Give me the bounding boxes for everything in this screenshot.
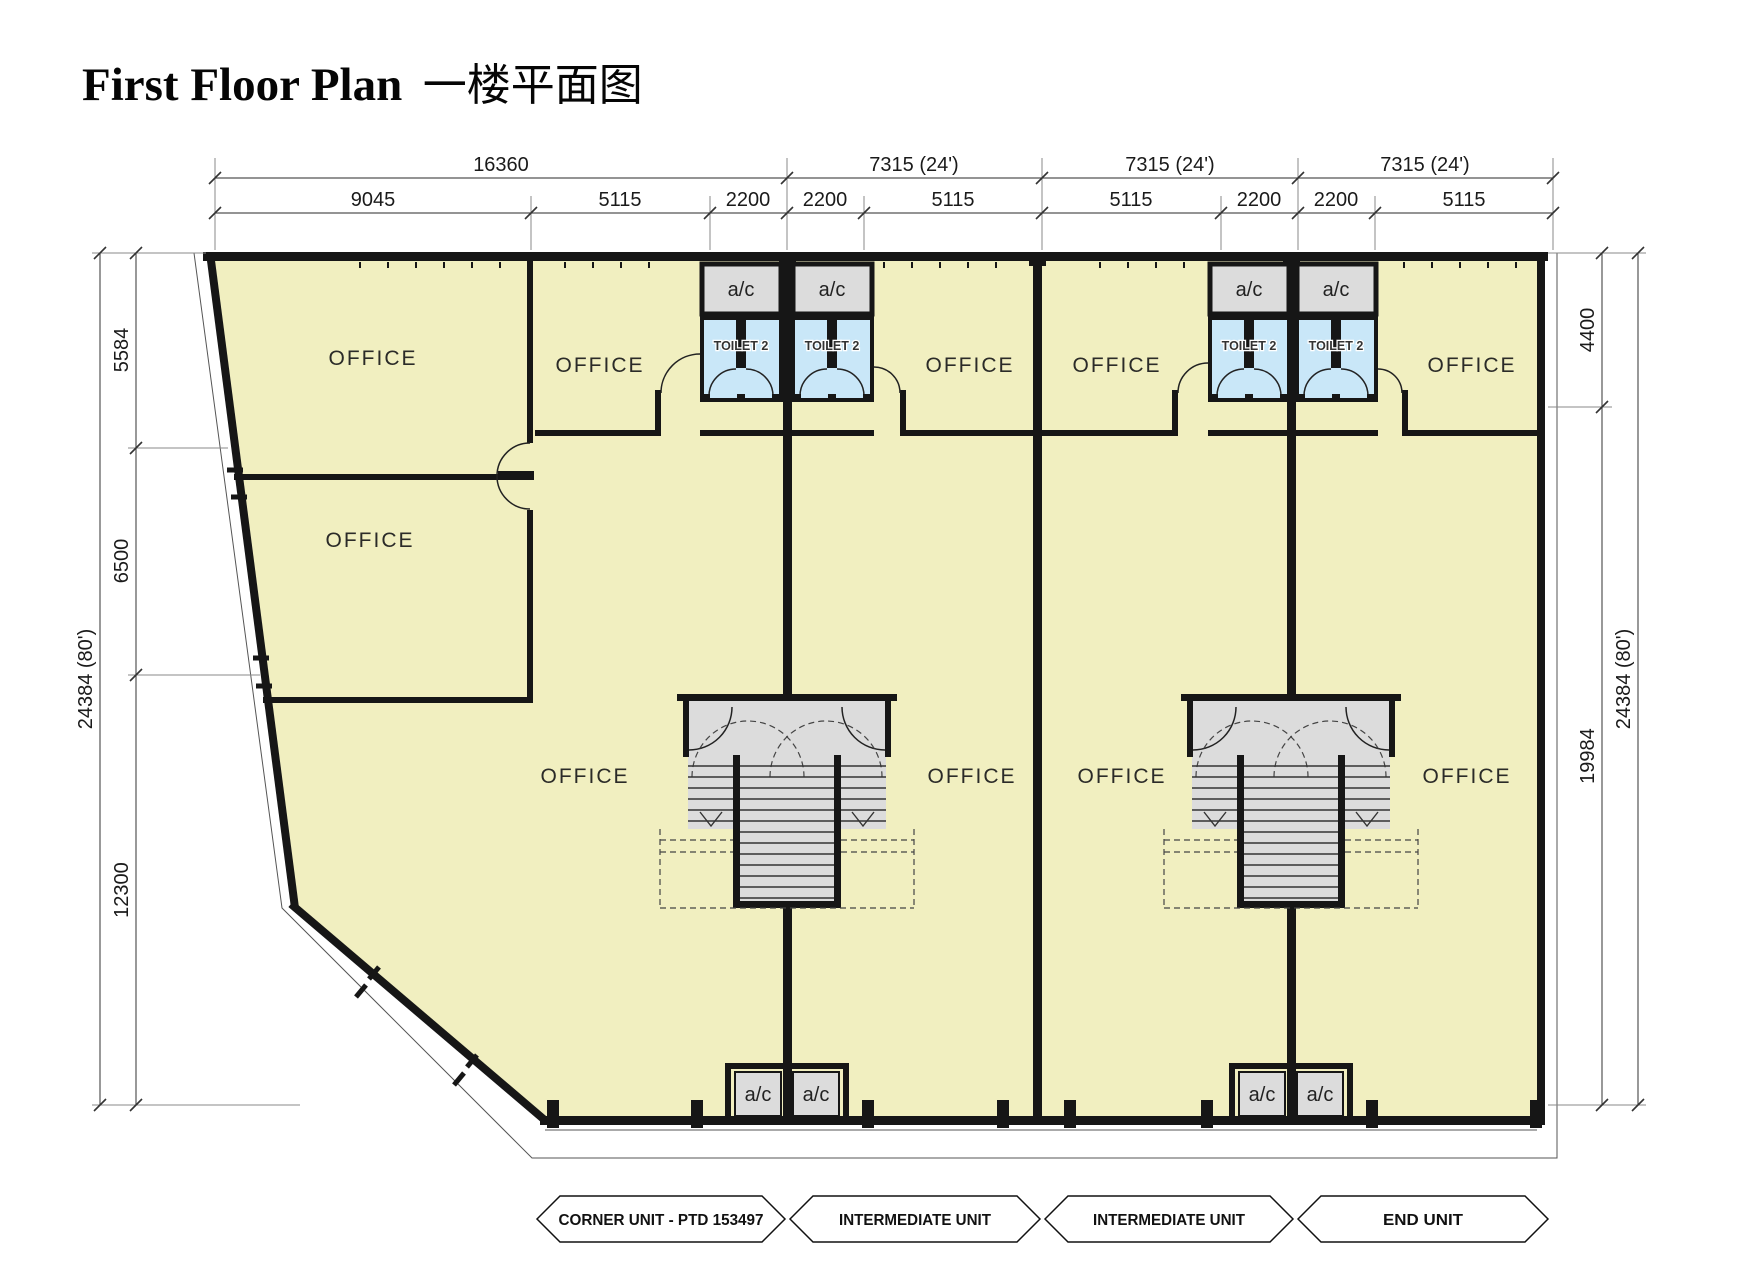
ac-label: a/c xyxy=(745,1084,772,1106)
window-mullions xyxy=(227,467,479,1087)
banner-intermediate-unit-2 xyxy=(1043,1195,1295,1243)
office-label: OFFICE xyxy=(541,765,630,788)
toilet-zone xyxy=(699,261,784,402)
exterior-wall-left xyxy=(206,252,299,909)
banner-corner-unit xyxy=(535,1195,787,1243)
ac-label: a/c xyxy=(803,1084,830,1106)
party-wall-1 xyxy=(783,261,792,1124)
office-label: OFFICE xyxy=(329,347,418,370)
exterior-wall-diagonal xyxy=(288,900,550,1126)
party-wall-2 xyxy=(1033,261,1042,1124)
stair-down-arrow xyxy=(1203,811,1227,828)
dim-label: 7315 (24') xyxy=(869,154,958,176)
dim-label: 5584 xyxy=(111,328,133,373)
dimensions-right: 4400 19984 24384 (80') xyxy=(1548,246,1646,1112)
office-label: OFFICE xyxy=(1423,765,1512,788)
page-title-cjk: 一楼平面图 xyxy=(423,61,643,110)
ac-ledge xyxy=(792,1071,840,1117)
dim-label: 5115 xyxy=(1109,189,1152,211)
ac-ledges-bottom xyxy=(725,1063,1353,1125)
office-label: OFFICE xyxy=(556,354,645,377)
rear-walls xyxy=(535,353,1539,436)
dim-label: 7315 (24') xyxy=(1125,154,1214,176)
banner-label: INTERMEDIATE UNIT xyxy=(1093,1212,1245,1229)
ac-ledge xyxy=(699,261,784,317)
ac-ledge xyxy=(1238,1071,1286,1117)
banner-label: END UNIT xyxy=(1383,1212,1463,1229)
ac-label: a/c xyxy=(1307,1084,1334,1106)
room-labels: OFFICE OFFICE OFFICE OFFICE OFFICE OFFIC… xyxy=(326,279,1517,1106)
bottom-pilasters xyxy=(547,1100,1542,1128)
dim-label: 2200 xyxy=(726,189,771,211)
dim-label: 4400 xyxy=(1577,308,1599,353)
staircase-1 xyxy=(659,694,915,909)
dimensions-top: 16360 7315 (24') 7315 (24') 7315 (24') 9… xyxy=(208,154,1560,250)
page-title: First Floor Plan 一楼平面图 xyxy=(82,59,643,111)
column-block xyxy=(1029,252,1046,266)
dim-label: 12300 xyxy=(111,862,133,918)
dim-label: 16360 xyxy=(473,154,529,176)
toilet-label: TOILET 2 xyxy=(1309,339,1364,353)
staircase-2 xyxy=(1163,694,1419,909)
canopy-outline xyxy=(193,252,1558,1159)
toilet-label: TOILET 2 xyxy=(805,339,860,353)
toilet-label: TOILET 2 xyxy=(1222,339,1277,353)
ac-ledge xyxy=(1207,261,1292,317)
exterior-wall-top xyxy=(203,252,1548,261)
dim-label: 19984 xyxy=(1577,728,1599,784)
office-label: OFFICE xyxy=(1078,765,1167,788)
office-label: OFFICE xyxy=(926,354,1015,377)
banner-intermediate-unit-1 xyxy=(788,1195,1042,1243)
exterior-wall-bottom xyxy=(540,1116,1545,1125)
ac-label: a/c xyxy=(1323,279,1350,301)
dim-label: 7315 (24') xyxy=(1380,154,1469,176)
dim-label: 2200 xyxy=(803,189,848,211)
dim-label: 24384 (80') xyxy=(75,629,97,730)
toilet-zone xyxy=(1294,261,1379,402)
dimensions-left: 24384 (80') 5584 6500 12300 xyxy=(75,246,300,1112)
dim-label: 5115 xyxy=(931,189,974,211)
ac-ledge xyxy=(1294,261,1379,317)
office-label: OFFICE xyxy=(1428,354,1517,377)
stair-down-arrow xyxy=(699,811,723,828)
dim-label: 2200 xyxy=(1314,189,1359,211)
toilet-zone xyxy=(790,261,875,402)
banner-label: INTERMEDIATE UNIT xyxy=(839,1212,991,1229)
party-wall-3 xyxy=(1287,261,1296,1124)
office-label: OFFICE xyxy=(326,529,415,552)
dim-label: 5115 xyxy=(598,189,641,211)
toilet-label: TOILET 2 xyxy=(714,339,769,353)
toilet-zones xyxy=(699,261,1379,402)
dim-label: 2200 xyxy=(1237,189,1282,211)
ac-ledge xyxy=(1296,1071,1344,1117)
office-label: OFFICE xyxy=(1073,354,1162,377)
unit-banners: CORNER UNIT - PTD 153497 INTERMEDIATE UN… xyxy=(535,1195,1550,1243)
dim-label: 9045 xyxy=(351,189,396,211)
ac-label: a/c xyxy=(1236,279,1263,301)
dim-label: 6500 xyxy=(111,539,133,584)
ac-label: a/c xyxy=(1249,1084,1276,1106)
ac-ledge xyxy=(790,261,875,317)
exterior-wall-right xyxy=(1537,252,1545,1124)
floor-area xyxy=(207,256,1541,1120)
office-label: OFFICE xyxy=(928,765,1017,788)
stair-down-arrow xyxy=(851,811,875,828)
page-title-en: First Floor Plan xyxy=(82,59,402,111)
dim-label: 5115 xyxy=(1442,189,1485,211)
banner-end-unit xyxy=(1296,1195,1550,1243)
ac-label: a/c xyxy=(819,279,846,301)
stair-down-arrow xyxy=(1355,811,1379,828)
dim-label: 24384 (80') xyxy=(1613,629,1635,730)
toilet-zone xyxy=(1207,261,1292,402)
window-ticks-top xyxy=(359,262,1517,268)
ac-ledge xyxy=(734,1071,782,1117)
ac-label: a/c xyxy=(728,279,755,301)
banner-label: CORNER UNIT - PTD 153497 xyxy=(559,1212,764,1229)
corner-unit-partitions xyxy=(234,261,534,703)
